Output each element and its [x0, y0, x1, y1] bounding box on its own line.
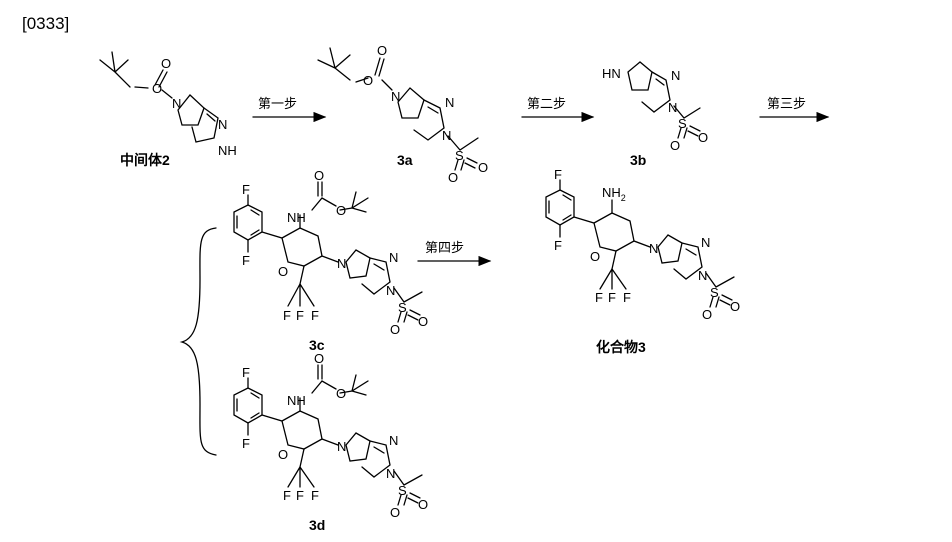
atom-o-carbonyl-3c: O: [314, 168, 324, 183]
atom-o1-3c: O: [390, 322, 400, 337]
atom-s-3c: S: [398, 300, 407, 315]
step-2-label: 第二步: [527, 96, 566, 111]
atom-n-3d: N: [337, 439, 346, 454]
atom-n-int2: N: [172, 96, 181, 111]
step-4-label: 第四步: [425, 240, 464, 255]
atom-o-carbonyl-3d: O: [314, 351, 324, 366]
atom-n1-3b: N: [671, 68, 680, 83]
label-3a: 3a: [397, 152, 413, 168]
atom-f1-3c: F: [242, 182, 250, 197]
atom-n1-prod: N: [701, 235, 710, 250]
atom-cf3-f1-3d: F: [283, 488, 291, 503]
label-compound-3: 化合物3: [596, 339, 646, 355]
atom-n-prod: N: [649, 241, 658, 256]
atom-cf3-f3-3c: F: [311, 308, 319, 323]
compound-3-structure: [545, 179, 735, 308]
atom-cf3-f3-prod: F: [623, 290, 631, 305]
atom-f2-prod: F: [554, 238, 562, 253]
paragraph-number: [0333]: [22, 14, 70, 33]
atom-n1-3d: N: [389, 433, 398, 448]
step-3-label: 第三步: [767, 96, 806, 111]
atom-o2-3d: O: [418, 497, 428, 512]
label-3d: 3d: [309, 517, 325, 533]
atom-n-3c: N: [337, 256, 346, 271]
atom-o1-prod: O: [702, 307, 712, 322]
label-intermediate-2: 中间体2: [120, 152, 170, 168]
step-1-label: 第一步: [258, 96, 297, 111]
atom-s-3d: S: [398, 483, 407, 498]
atom-o-ester-3a: O: [363, 73, 373, 88]
atom-nh-int2: NH: [218, 143, 237, 158]
atom-o2-3b: O: [698, 130, 708, 145]
label-3b: 3b: [630, 152, 646, 168]
atom-o-ester-int2: O: [152, 81, 162, 96]
atom-nh-3c: NH: [287, 210, 306, 225]
atom-o-ester-3c: O: [336, 203, 346, 218]
atom-o-ring-prod: O: [590, 249, 600, 264]
atom-nh-3d: NH: [287, 393, 306, 408]
atom-n2-3b: N: [668, 100, 677, 115]
atom-o2-3c: O: [418, 314, 428, 329]
atom-f2-3c: F: [242, 253, 250, 268]
atom-s-3b: S: [678, 116, 687, 131]
atom-n2-3d: N: [386, 466, 395, 481]
atom-s-3a: S: [455, 148, 464, 163]
compound-3d-structure: [233, 364, 423, 506]
intermediate-2-structure: [99, 51, 219, 143]
atom-n1-3a: N: [445, 95, 454, 110]
atom-o-ester-3d: O: [336, 386, 346, 401]
atom-n2-prod: N: [698, 268, 707, 283]
atom-o-ring-3c: O: [278, 264, 288, 279]
atom-o1-3d: O: [390, 505, 400, 520]
atom-n2-3c: N: [386, 283, 395, 298]
atom-cf3-f2-prod: F: [608, 290, 616, 305]
atom-cf3-f2-3d: F: [296, 488, 304, 503]
atom-o-carbonyl-3a: O: [377, 43, 387, 58]
atom-f1-prod: F: [554, 167, 562, 182]
atom-o1-3a: O: [448, 170, 458, 185]
atom-nh2-prod: NH2: [602, 185, 626, 203]
atom-cf3-f2-3c: F: [296, 308, 304, 323]
compound-3b-structure: [627, 61, 701, 139]
atom-o-carbonyl-int2: O: [161, 56, 171, 71]
atom-n1-3c: N: [389, 250, 398, 265]
atom-s-prod: S: [710, 285, 719, 300]
compound-3a-structure: [317, 47, 479, 171]
atom-cf3-f3-3d: F: [311, 488, 319, 503]
atom-n-pyrazole-int2: N: [218, 117, 227, 132]
atom-hn-3b: HN: [602, 66, 621, 81]
atom-o2-3a: O: [478, 160, 488, 175]
atom-f2-3d: F: [242, 436, 250, 451]
atom-o-ring-3d: O: [278, 447, 288, 462]
isomer-brace: [179, 227, 217, 456]
label-3c: 3c: [309, 337, 325, 353]
atom-o2-prod: O: [730, 299, 740, 314]
atom-n-3a: N: [391, 89, 400, 104]
atom-o1-3b: O: [670, 138, 680, 153]
atom-cf3-f1-prod: F: [595, 290, 603, 305]
compound-3c-structure: [233, 181, 423, 323]
atom-cf3-f1-3c: F: [283, 308, 291, 323]
atom-n2-3a: N: [442, 128, 451, 143]
atom-f1-3d: F: [242, 365, 250, 380]
